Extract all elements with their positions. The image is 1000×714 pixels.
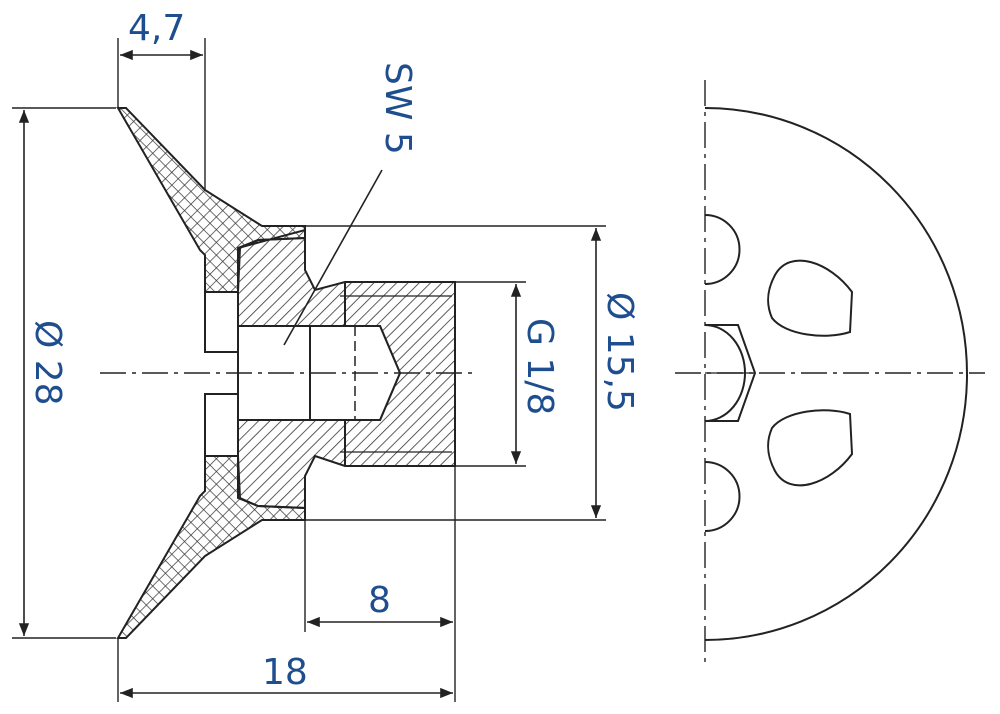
label-outer-diameter: Ø 28 (27, 320, 68, 406)
end-view-outline (704, 107, 968, 641)
label-flange-thickness: 4,7 (128, 8, 185, 49)
section-view (12, 38, 606, 702)
flange-gap-bottom (204, 393, 239, 457)
label-thread: G 1/8 (519, 318, 560, 415)
hole-lower (767, 409, 854, 487)
insert-collar (237, 228, 306, 249)
slot-center (704, 324, 746, 422)
flange-gap-top (204, 291, 239, 353)
label-body-diameter: Ø 15,5 (599, 292, 640, 412)
label-hex-socket: SW 5 (377, 62, 418, 155)
slot-top (704, 214, 741, 285)
thread-core (340, 295, 452, 453)
sw5-leader (283, 169, 383, 346)
end-view (675, 80, 985, 668)
hole-upper (767, 259, 854, 337)
label-thread-depth: 8 (368, 580, 391, 621)
slot-bottom (704, 461, 741, 532)
label-overall-length: 18 (262, 652, 308, 693)
